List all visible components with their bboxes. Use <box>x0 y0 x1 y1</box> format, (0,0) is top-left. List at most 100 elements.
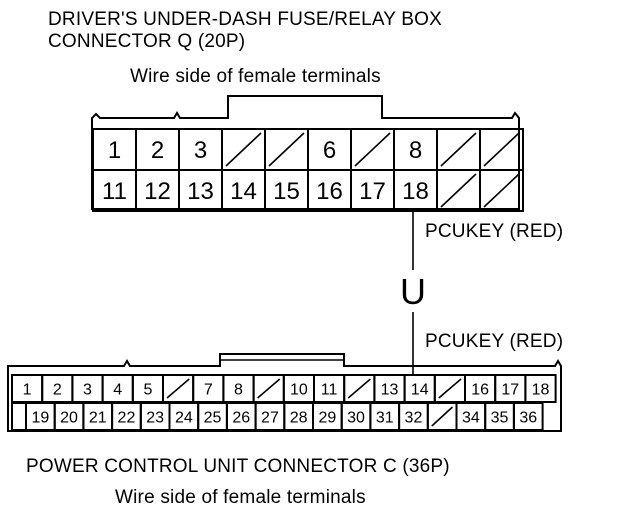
pin-18: 18 <box>524 374 557 403</box>
svg-text:23: 23 <box>146 409 164 426</box>
pin-7: 7 <box>192 374 225 403</box>
pin-23: 23 <box>139 402 171 431</box>
pin-32: 32 <box>398 402 429 431</box>
pin-27: 27 <box>254 402 286 431</box>
pin-10: 10 <box>282 374 315 403</box>
bottom-connector-title: POWER CONTROL UNIT CONNECTOR C (36P) <box>26 456 450 477</box>
top-connector-shell <box>91 95 520 210</box>
svg-text:19: 19 <box>31 409 49 426</box>
svg-text:28: 28 <box>290 409 308 426</box>
bottom-wire-label: PCUKEY (RED) <box>425 331 564 352</box>
pin-5: 5 <box>131 374 165 403</box>
svg-text:31: 31 <box>376 409 394 426</box>
pin-4: 4 <box>101 374 134 403</box>
terminal-16: 16 <box>307 169 352 212</box>
svg-text:13: 13 <box>187 178 214 205</box>
svg-text:20: 20 <box>60 409 78 426</box>
svg-text:11: 11 <box>102 178 127 205</box>
pin-empty <box>252 374 285 403</box>
pin-20: 20 <box>53 402 85 431</box>
svg-text:16: 16 <box>316 178 343 205</box>
svg-text:14: 14 <box>411 381 429 398</box>
pin-empty <box>343 374 376 403</box>
svg-text:1: 1 <box>23 381 32 398</box>
svg-text:30: 30 <box>347 409 365 426</box>
terminal-11: 11 <box>92 169 137 212</box>
svg-text:21: 21 <box>89 409 107 426</box>
svg-text:34: 34 <box>462 409 480 426</box>
bottom-connector-subtitle: Wire side of female terminals <box>115 487 366 508</box>
svg-text:13: 13 <box>381 381 399 398</box>
pin-14: 14 <box>403 374 436 403</box>
terminal-empty <box>436 169 481 212</box>
pin-34: 34 <box>455 402 487 431</box>
svg-text:22: 22 <box>118 409 136 426</box>
bottom-connector-shell <box>7 353 562 432</box>
pcukey-wire: U <box>400 211 426 375</box>
terminal-13: 13 <box>178 169 223 212</box>
svg-text:17: 17 <box>359 178 386 205</box>
top-wire-label: PCUKEY (RED) <box>425 221 564 242</box>
pin-31: 31 <box>369 402 401 431</box>
pin-1: 1 <box>11 374 44 403</box>
pin-26: 26 <box>225 402 257 431</box>
terminal-empty <box>221 128 266 171</box>
svg-text:1: 1 <box>108 137 121 164</box>
top-connector-title-line1: DRIVER'S UNDER-DASH FUSE/RELAY BOX <box>48 9 443 30</box>
pin-36: 36 <box>512 402 544 431</box>
pin-empty <box>162 374 195 403</box>
terminal-1: 1 <box>92 128 137 171</box>
terminal-8: 8 <box>393 128 438 171</box>
svg-text:8: 8 <box>234 381 243 398</box>
pin-24: 24 <box>168 402 200 431</box>
top-connector-subtitle: Wire side of female terminals <box>130 66 381 87</box>
pin-22: 22 <box>111 402 142 431</box>
pin-16: 16 <box>464 374 497 403</box>
pin-29: 29 <box>312 402 343 431</box>
svg-text:6: 6 <box>323 137 336 164</box>
top-connector-title-line2: CONNECTOR Q (20P) <box>48 31 246 52</box>
svg-text:25: 25 <box>204 409 222 426</box>
svg-text:32: 32 <box>405 409 423 426</box>
pin-11: 11 <box>313 374 346 403</box>
pin-17: 17 <box>494 374 527 403</box>
pin-2: 2 <box>41 374 74 403</box>
terminal-6: 6 <box>307 128 352 171</box>
connector-junction-symbol: U <box>400 271 426 312</box>
pin-13: 13 <box>373 374 406 403</box>
svg-text:2: 2 <box>151 137 164 164</box>
pin-blank <box>11 402 27 431</box>
terminal-17: 17 <box>350 169 395 212</box>
svg-text:10: 10 <box>290 381 308 398</box>
pin-21: 21 <box>82 402 114 431</box>
svg-text:8: 8 <box>409 137 422 164</box>
svg-text:27: 27 <box>261 409 279 426</box>
terminal-empty <box>479 169 524 212</box>
terminal-18: 18 <box>393 169 438 212</box>
pin-35: 35 <box>484 402 515 431</box>
svg-text:26: 26 <box>232 409 250 426</box>
terminal-15: 15 <box>264 169 309 212</box>
terminal-3: 3 <box>178 128 223 171</box>
terminal-empty <box>264 128 309 171</box>
pin-empty <box>433 374 466 403</box>
svg-text:3: 3 <box>83 381 92 398</box>
svg-text:36: 36 <box>519 409 537 426</box>
pin-25: 25 <box>197 402 228 431</box>
pin-28: 28 <box>283 402 314 431</box>
svg-text:17: 17 <box>501 381 519 398</box>
terminal-empty <box>479 128 524 171</box>
svg-text:4: 4 <box>113 381 122 398</box>
pin-30: 30 <box>340 402 372 431</box>
svg-text:2: 2 <box>53 381 62 398</box>
svg-text:16: 16 <box>471 381 489 398</box>
svg-text:11: 11 <box>321 381 338 398</box>
pin-3: 3 <box>71 374 104 403</box>
svg-text:24: 24 <box>175 409 193 426</box>
pin-19: 19 <box>25 402 56 431</box>
terminal-empty <box>436 128 481 171</box>
svg-text:5: 5 <box>143 381 152 398</box>
